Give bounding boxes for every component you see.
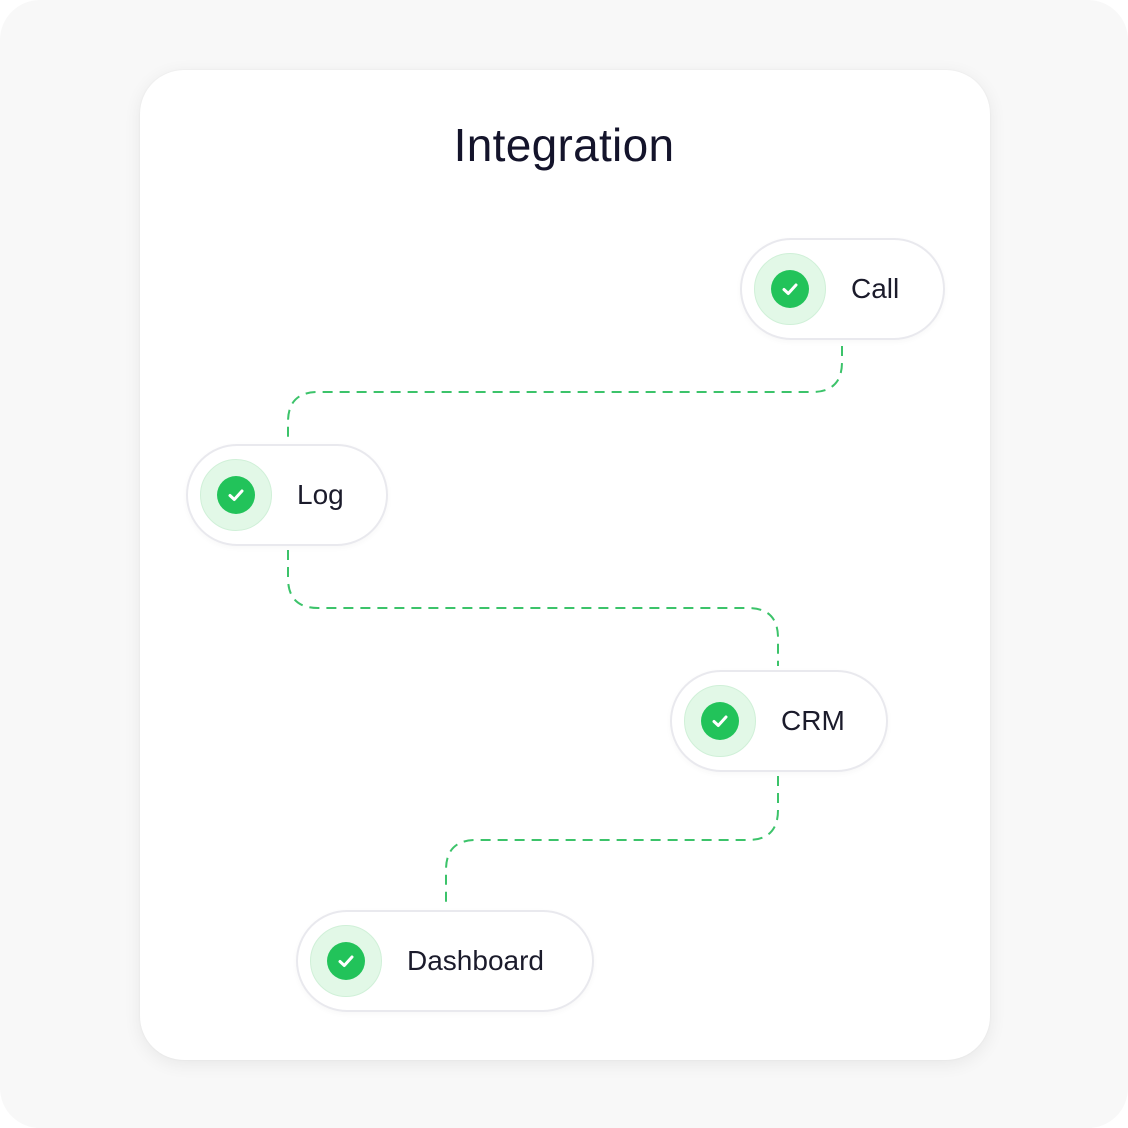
check-icon xyxy=(701,702,739,740)
step-crm: CRM xyxy=(670,670,888,772)
check-icon xyxy=(771,270,809,308)
step-status-halo xyxy=(684,685,756,757)
check-icon xyxy=(327,942,365,980)
step-status-halo xyxy=(200,459,272,531)
step-call: Call xyxy=(740,238,945,340)
integration-card xyxy=(140,70,990,1060)
card-title: Integration xyxy=(453,119,675,171)
check-icon xyxy=(217,476,255,514)
connector-call-to-log xyxy=(287,346,843,440)
connector-crm-to-dashboard xyxy=(445,776,779,906)
step-label: Log xyxy=(297,479,344,510)
step-label: CRM xyxy=(781,705,845,736)
connector-log-to-crm xyxy=(287,550,779,666)
step-status-halo xyxy=(754,253,826,325)
step-status-halo xyxy=(310,925,382,997)
step-dashboard: Dashboard xyxy=(296,910,594,1012)
step-log: Log xyxy=(186,444,388,546)
step-label: Dashboard xyxy=(407,945,544,976)
step-label: Call xyxy=(851,273,900,304)
